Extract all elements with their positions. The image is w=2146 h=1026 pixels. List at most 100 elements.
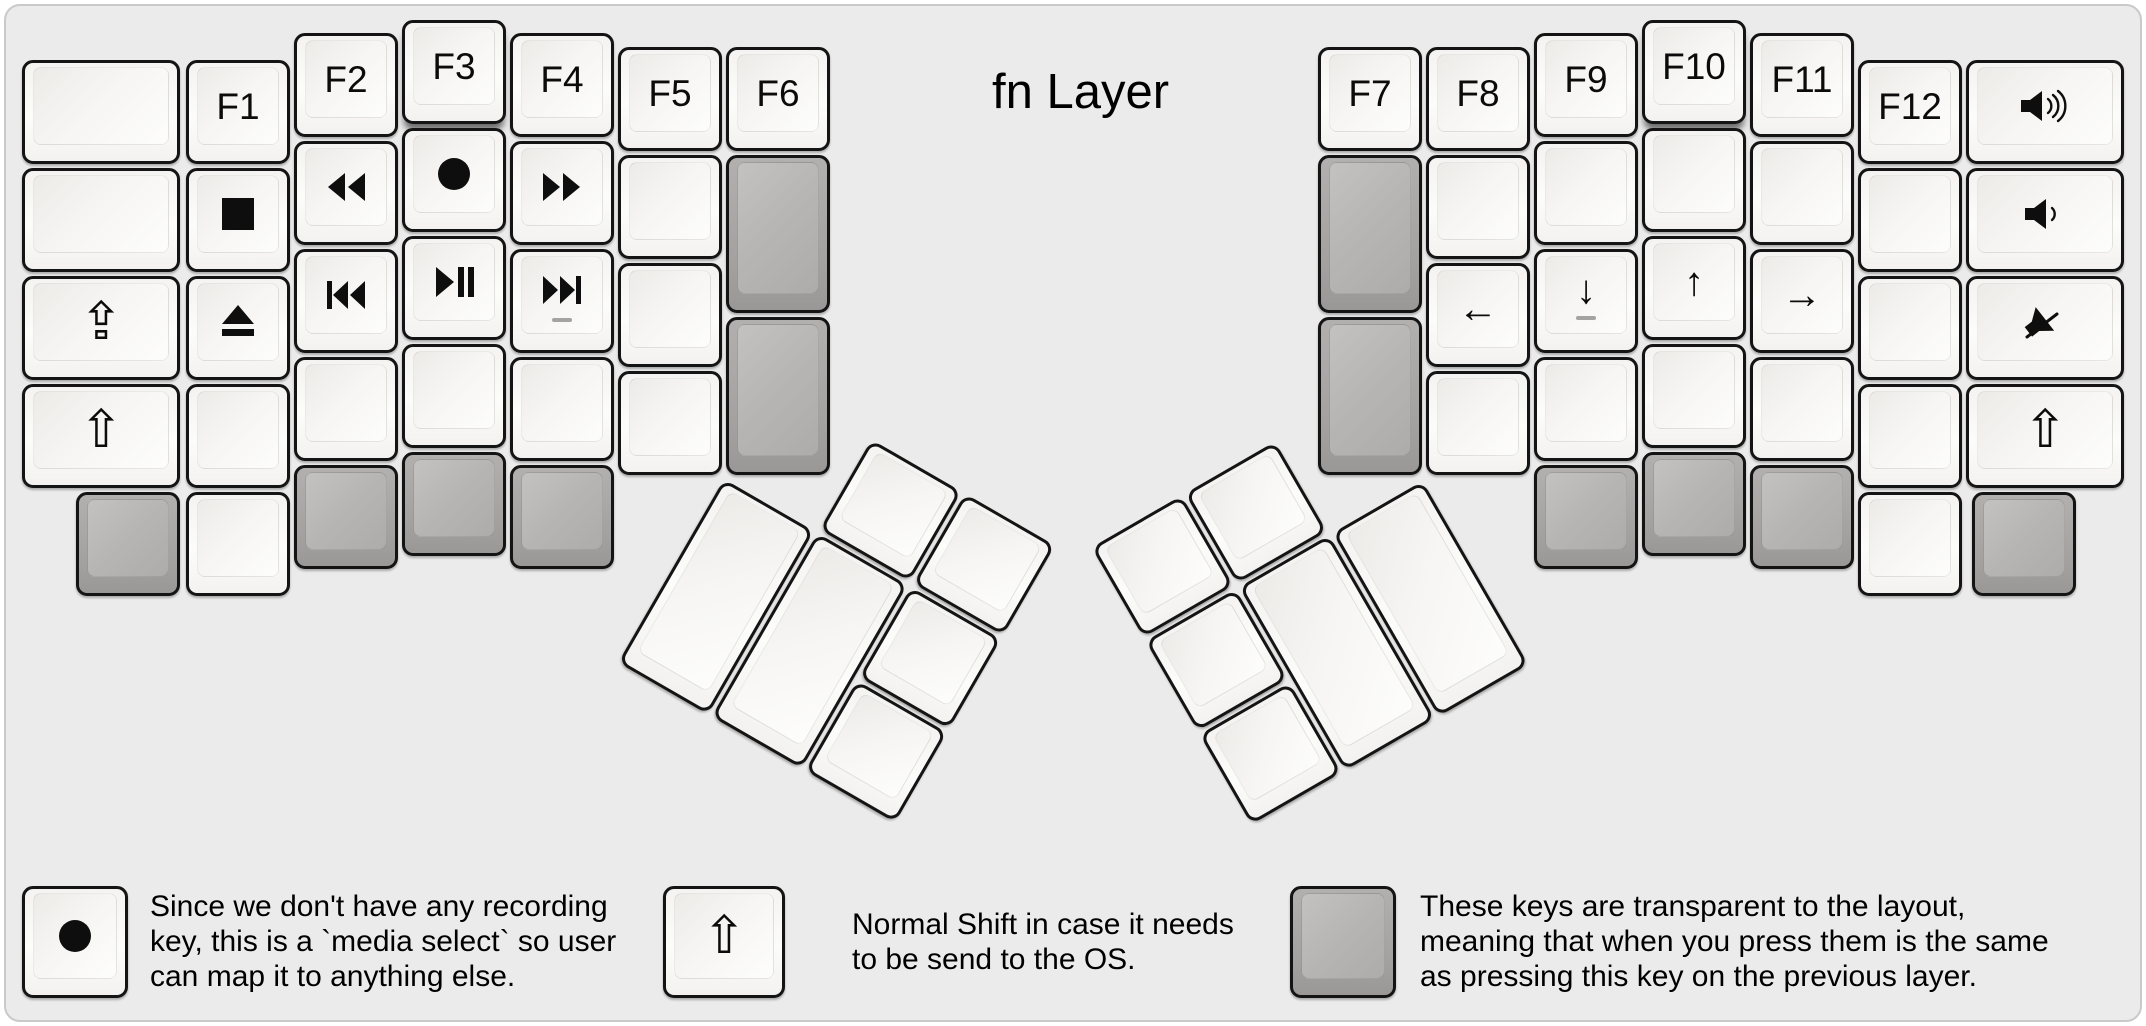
keycap-top bbox=[1104, 507, 1215, 616]
key-label: ← bbox=[1458, 287, 1498, 331]
rewind-icon bbox=[324, 165, 368, 209]
keycap-top: F4 bbox=[521, 40, 603, 118]
keycap-top bbox=[413, 459, 495, 537]
key-blank bbox=[294, 357, 398, 461]
keycap-top bbox=[629, 270, 711, 348]
keycap-top bbox=[629, 378, 711, 456]
keycap-top bbox=[1653, 459, 1735, 537]
keycap-top: F11 bbox=[1761, 40, 1843, 118]
key-blank bbox=[186, 384, 290, 488]
key-blank bbox=[618, 371, 722, 475]
key-blank bbox=[1426, 155, 1530, 259]
legend-key-transparent bbox=[1290, 886, 1396, 998]
keycap-top: F10 bbox=[1653, 27, 1735, 105]
legend-key-slot-transparent bbox=[1290, 886, 1396, 998]
key-transparent bbox=[726, 155, 830, 313]
keycap-top: ← bbox=[1437, 270, 1519, 348]
key-stop bbox=[186, 168, 290, 272]
key-blank bbox=[1858, 168, 1962, 272]
key-f5: F5 bbox=[618, 47, 722, 151]
keycap-top: F5 bbox=[629, 54, 711, 132]
key-blank bbox=[618, 155, 722, 259]
key-blank bbox=[1750, 141, 1854, 245]
keycap-top bbox=[1761, 472, 1843, 550]
legend-key-shift: ⇧ bbox=[663, 886, 785, 998]
legend-text-line: can map it to anything else. bbox=[150, 960, 516, 993]
key-f4: F4 bbox=[510, 33, 614, 137]
keycap-top bbox=[1437, 378, 1519, 456]
key-label: F12 bbox=[1878, 85, 1942, 127]
keycap-top bbox=[1977, 67, 2113, 145]
key-prev-track bbox=[294, 249, 398, 353]
key-transparent bbox=[76, 492, 180, 596]
key-blank bbox=[22, 168, 180, 272]
key-arrow-down: ↓ bbox=[1534, 249, 1638, 353]
keycap-top: → bbox=[1761, 256, 1843, 334]
key-f2: F2 bbox=[294, 33, 398, 137]
keycap-top bbox=[1329, 324, 1411, 456]
key-arrow-left: ← bbox=[1426, 263, 1530, 367]
keycap-top bbox=[521, 364, 603, 442]
key-transparent bbox=[402, 452, 506, 556]
key-label: ⇧ bbox=[702, 907, 746, 965]
key-rewind bbox=[294, 141, 398, 245]
stop-icon bbox=[216, 192, 260, 236]
legend-text-line: meaning that when you press them is the … bbox=[1420, 925, 2049, 958]
key-f10: F10 bbox=[1642, 20, 1746, 124]
legend-key-slot-record bbox=[22, 886, 128, 998]
key-fast-forward bbox=[510, 141, 614, 245]
keycap-top bbox=[838, 451, 949, 560]
key-blank bbox=[1858, 384, 1962, 488]
key-f3: F3 bbox=[402, 20, 506, 124]
keycap-top: ⇧ bbox=[674, 893, 774, 979]
key-label: F6 bbox=[756, 72, 800, 114]
keycap-top: ⇧ bbox=[1977, 391, 2113, 469]
page-title: fn Layer bbox=[992, 65, 1170, 119]
key-transparent bbox=[1750, 465, 1854, 569]
key-blank bbox=[1534, 141, 1638, 245]
keycap-top bbox=[629, 162, 711, 240]
keycap-top: F3 bbox=[413, 27, 495, 105]
key-transparent bbox=[1318, 317, 1422, 475]
keycap-top bbox=[1761, 148, 1843, 226]
keycap-top bbox=[521, 472, 603, 550]
legend-key-slot-shift: ⇧ bbox=[663, 886, 785, 998]
legend-text-transparent: These keys are transparent to the layout… bbox=[1420, 889, 2049, 994]
legend-text-line: key, this is a `media select` so user bbox=[150, 925, 617, 958]
key-label: ⇧ bbox=[2023, 401, 2067, 459]
key-blank bbox=[1858, 276, 1962, 380]
key-f12: F12 bbox=[1858, 60, 1962, 164]
keycap-top bbox=[413, 135, 495, 213]
keycap-top bbox=[737, 324, 819, 456]
key-mute bbox=[1966, 276, 2124, 380]
key-label: F1 bbox=[216, 85, 260, 127]
prev-track-icon bbox=[324, 273, 368, 317]
keycap-top bbox=[932, 505, 1043, 614]
keycap-top bbox=[197, 283, 279, 361]
keycap-top bbox=[305, 472, 387, 550]
key-label: ⇪ bbox=[79, 293, 123, 351]
keycap-top bbox=[413, 243, 495, 321]
keycap-top bbox=[1653, 351, 1735, 429]
key-transparent bbox=[294, 465, 398, 569]
keycap-top bbox=[305, 364, 387, 442]
key-label: F10 bbox=[1662, 45, 1726, 87]
key-transparent bbox=[1534, 465, 1638, 569]
key-f6: F6 bbox=[726, 47, 830, 151]
keycap-top bbox=[1545, 472, 1627, 550]
keycap-top bbox=[305, 148, 387, 226]
key-label: ↓ bbox=[1576, 268, 1596, 312]
key-label: F7 bbox=[1348, 72, 1392, 114]
keycap-top bbox=[197, 499, 279, 577]
keycap-top: F1 bbox=[197, 67, 279, 145]
volume-up-icon bbox=[2015, 84, 2075, 128]
key-blank bbox=[1426, 371, 1530, 475]
key-blank bbox=[1642, 128, 1746, 232]
keycap-top bbox=[197, 391, 279, 469]
key-blank bbox=[186, 492, 290, 596]
play-pause-icon bbox=[432, 260, 476, 304]
key-transparent bbox=[1642, 452, 1746, 556]
key-blank bbox=[402, 344, 506, 448]
